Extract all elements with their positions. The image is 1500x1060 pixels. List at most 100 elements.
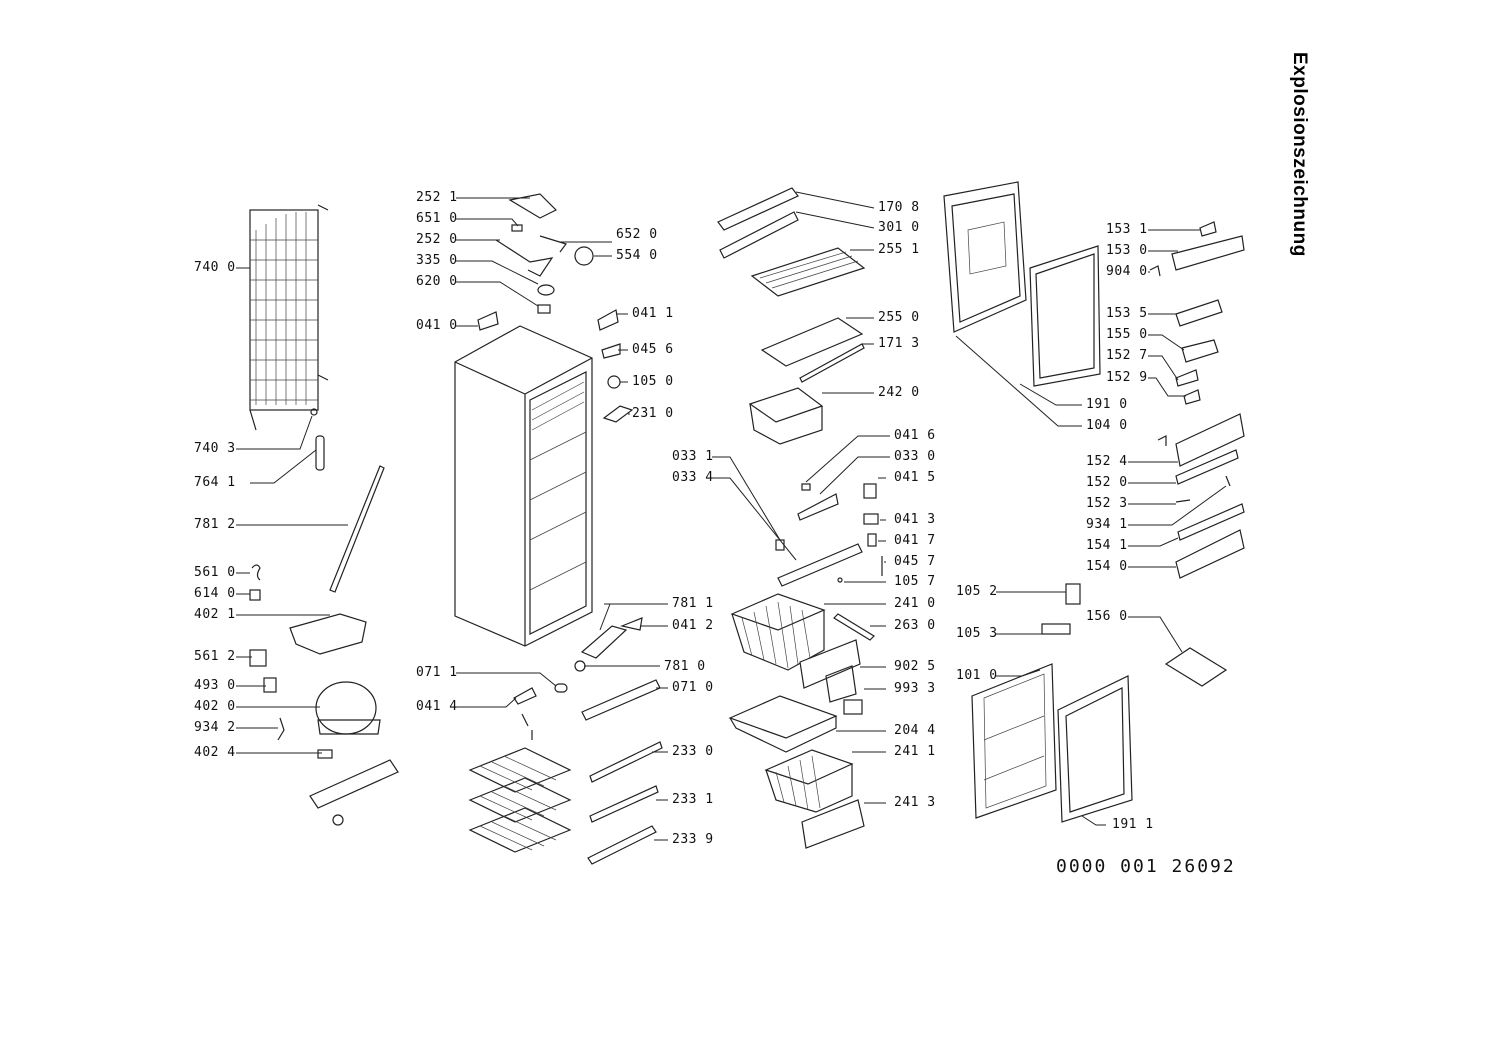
spacer-drawing <box>775 539 785 551</box>
part-label: 335 0 <box>416 253 458 268</box>
fridge-door-drawing <box>971 663 1057 819</box>
hinge-cover-drawing <box>477 311 499 331</box>
part-label: 764 1 <box>194 475 236 490</box>
part-label: 171 3 <box>878 336 920 351</box>
part-label: 191 1 <box>1112 817 1154 832</box>
pad-drawing <box>843 699 863 715</box>
cabinet-drawing <box>454 325 593 647</box>
glass-plate-drawing <box>760 317 864 367</box>
part-label: 241 3 <box>894 795 936 810</box>
bottle-shelf-drawing <box>1175 529 1245 579</box>
lamp-drawing <box>574 246 594 266</box>
part-label: 255 0 <box>878 310 920 325</box>
part-label: 233 1 <box>672 792 714 807</box>
bushing-drawing <box>607 375 621 389</box>
lamp-cover-drawing <box>537 284 555 296</box>
fridge-gasket-drawing <box>1057 675 1133 823</box>
part-label: 045 7 <box>894 554 936 569</box>
diagram-title: Explosionszeichnung <box>1289 52 1310 257</box>
screw-drawing <box>1149 265 1161 277</box>
part-label: 191 0 <box>1086 397 1128 412</box>
clip-rack-drawing <box>1175 369 1199 387</box>
part-label: 651 0 <box>416 211 458 226</box>
top-trim-drawing <box>717 187 799 231</box>
compressor-drawing <box>315 681 377 735</box>
part-label: 041 3 <box>894 512 936 527</box>
part-label: 105 3 <box>956 626 998 641</box>
base-plate-drawing <box>309 759 399 809</box>
fastener-drawing <box>863 483 877 499</box>
shelf-trim-3-drawing <box>587 825 657 865</box>
thermostat-drawing <box>495 239 554 277</box>
part-label: 781 0 <box>664 659 706 674</box>
part-label: 242 0 <box>878 385 920 400</box>
pin-2-drawing <box>1175 499 1191 503</box>
drawer-front-drawing <box>799 639 861 689</box>
foot-screw-drawing <box>521 713 533 740</box>
part-label: 155 0 <box>1106 327 1148 342</box>
part-label: 033 4 <box>672 470 714 485</box>
leader-lines <box>236 191 1227 841</box>
wire-drawing <box>277 717 285 741</box>
part-label: 993 3 <box>894 681 936 696</box>
part-label: 652 0 <box>616 227 658 242</box>
part-label: 033 0 <box>894 449 936 464</box>
lamp-socket-drawing <box>539 235 567 253</box>
part-label: 231 0 <box>632 406 674 421</box>
thermostat-cover-drawing <box>508 193 558 219</box>
fastener-2-drawing <box>863 513 879 525</box>
hinge-drawing <box>601 343 621 359</box>
capacitor-drawing <box>263 677 277 693</box>
part-label: 045 6 <box>632 342 674 357</box>
grommet-drawing <box>317 749 333 759</box>
spring-clip-drawing <box>251 564 261 581</box>
rack-strip-drawing <box>1175 449 1239 485</box>
hinge-plate-drawing <box>1065 583 1081 605</box>
part-label: 614 0 <box>194 586 236 601</box>
part-label: 252 1 <box>416 190 458 205</box>
part-label: 554 0 <box>616 248 658 263</box>
part-label: 301 0 <box>878 220 920 235</box>
part-label: 402 0 <box>194 699 236 714</box>
freezer-door-drawing <box>943 181 1027 333</box>
relay-drawing <box>249 649 267 667</box>
egg-rack-drawing <box>1175 299 1223 327</box>
part-label: 154 0 <box>1086 559 1128 574</box>
front-trim-drawing <box>719 211 799 259</box>
wire-shelves-drawing <box>468 747 572 853</box>
part-label: 170 8 <box>878 200 920 215</box>
part-label: 493 0 <box>194 678 236 693</box>
part-label: 041 2 <box>672 618 714 633</box>
part-label: 902 5 <box>894 659 936 674</box>
part-label: 263 0 <box>894 618 936 633</box>
foot-drawing <box>580 625 628 659</box>
part-label: 781 1 <box>672 596 714 611</box>
stop-drawing <box>1183 389 1201 405</box>
knob-drawing <box>511 224 523 232</box>
part-label: 156 0 <box>1086 609 1128 624</box>
part-label: 071 1 <box>416 665 458 680</box>
shelf-trim-drawing <box>589 741 663 783</box>
retainer-drawing <box>1177 503 1245 541</box>
hinge-bottom-drawing <box>513 687 537 705</box>
part-label: 033 1 <box>672 449 714 464</box>
part-label: 041 5 <box>894 470 936 485</box>
part-label: 152 3 <box>1086 496 1128 511</box>
part-label: 153 1 <box>1106 222 1148 237</box>
part-label: 105 2 <box>956 584 998 599</box>
wire-basket-2-drawing <box>764 749 854 813</box>
part-label: 153 0 <box>1106 243 1148 258</box>
door-gasket-drawing <box>1029 245 1101 387</box>
glass-shelf-drawing <box>750 247 866 297</box>
part-label: 255 1 <box>878 242 920 257</box>
rail-drawing <box>799 343 865 383</box>
comb-drawing <box>825 665 857 703</box>
wire-2-drawing <box>1225 475 1231 487</box>
part-label: 241 1 <box>894 744 936 759</box>
pipe-drawing <box>329 465 385 593</box>
foot-washer-drawing <box>574 660 586 672</box>
rack-part-drawing <box>1199 221 1217 237</box>
hinge-bracket-drawing <box>619 617 643 631</box>
